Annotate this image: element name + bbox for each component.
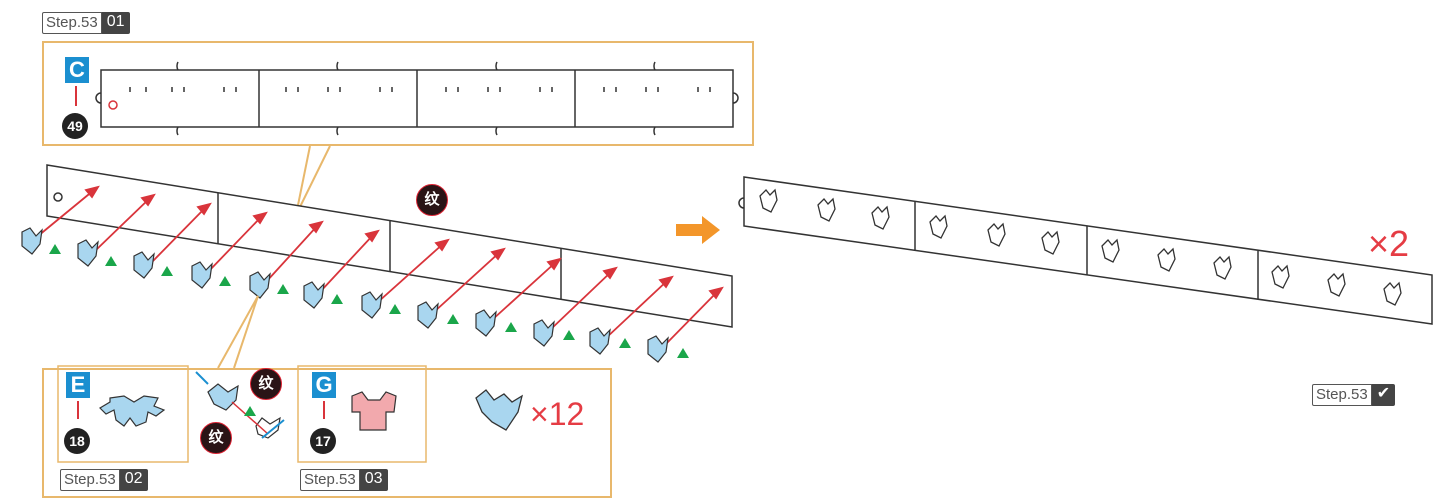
part-c-leader <box>75 86 77 106</box>
step-label: Step.53 <box>60 469 120 491</box>
part-e-leader <box>77 401 79 419</box>
quantity-sub: ×12 <box>530 396 585 432</box>
part-number-c: 49 <box>62 113 88 139</box>
green-triangle-icon <box>49 244 689 358</box>
wen-mark-lower: 纹 <box>200 422 232 454</box>
part-number-e: 18 <box>64 428 90 454</box>
step-tag-03: Step.53 03 <box>300 469 388 491</box>
wen-mark-upper: 纹 <box>250 368 282 400</box>
step-tag-01: Step.53 01 <box>42 12 130 34</box>
finished-strip <box>738 176 1433 325</box>
pink-piece-icon <box>351 391 397 431</box>
e-part-icon <box>99 395 166 427</box>
strip-part-icon <box>95 61 739 136</box>
part-letter-e: E <box>66 372 90 398</box>
step-number: 02 <box>119 469 148 491</box>
step-label: Step.53 <box>300 469 360 491</box>
step-tag-done: Step.53 ✔ <box>1312 384 1396 406</box>
left-strip <box>46 164 733 328</box>
part-letter-g: G <box>312 372 336 398</box>
step-label: Step.53 <box>42 12 102 34</box>
part-number-g: 17 <box>310 428 336 454</box>
part-letter-c: C <box>65 57 89 83</box>
step-number: 01 <box>101 12 130 34</box>
wen-mark-main: 纹 <box>416 184 448 216</box>
quantity-final: ×2 <box>1368 223 1410 264</box>
check-icon: ✔ <box>1371 384 1396 406</box>
part-g-leader <box>323 401 325 419</box>
orange-arrow-icon <box>676 216 720 244</box>
step-tag-02: Step.53 02 <box>60 469 148 491</box>
step-number: 03 <box>359 469 388 491</box>
step-label: Step.53 <box>1312 384 1372 406</box>
shell-piece-icon <box>21 227 669 363</box>
